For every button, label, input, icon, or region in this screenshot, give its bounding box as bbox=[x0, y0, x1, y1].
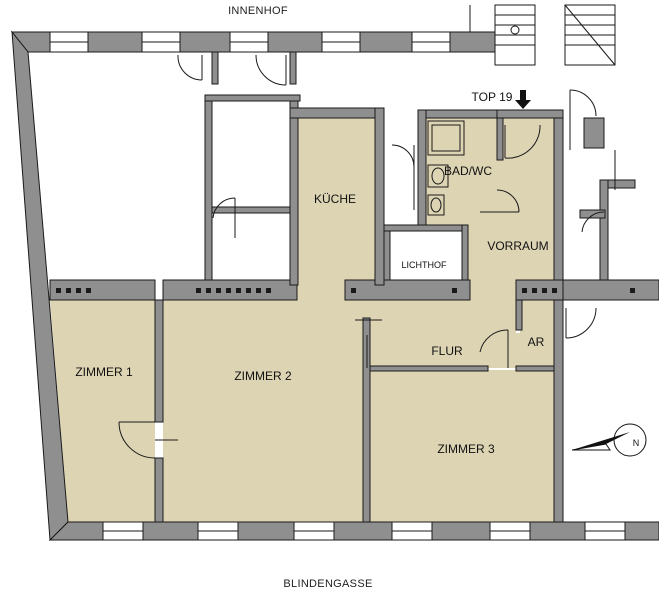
street-label-bottom: BLINDENGASSE bbox=[283, 578, 372, 590]
wall-kitchen-top bbox=[289, 107, 379, 119]
room-zimmer-3 bbox=[370, 370, 554, 522]
room-fills bbox=[50, 118, 554, 522]
wall-ar-left bbox=[515, 299, 523, 331]
room-bad-wc bbox=[425, 118, 497, 230]
wall-vorraum-top bbox=[496, 109, 564, 119]
wall-mid-left bbox=[49, 279, 156, 301]
room-label-ar: AR bbox=[528, 335, 545, 349]
compass-letter: N bbox=[633, 438, 640, 448]
wall-lichthof-top bbox=[383, 224, 469, 232]
wall-z2-z3 bbox=[362, 317, 371, 523]
room-label-zimmer-1: ZIMMER 1 bbox=[75, 365, 133, 379]
room-flur bbox=[297, 285, 520, 368]
wall-neighbour-4 bbox=[211, 51, 219, 85]
wall-z1-z2-lower bbox=[154, 457, 164, 523]
shower bbox=[427, 120, 465, 156]
wall-right-4 bbox=[562, 279, 659, 301]
wash-basin bbox=[427, 164, 449, 188]
room-ar bbox=[520, 300, 554, 368]
wall-mid-right bbox=[344, 279, 471, 301]
wall-lichthof-right bbox=[461, 224, 469, 281]
wall-bath-top bbox=[417, 109, 501, 119]
entrance-arrow-icon bbox=[515, 90, 531, 109]
room-label-flur: FLUR bbox=[431, 344, 463, 358]
wall-flur-z3 bbox=[369, 365, 489, 372]
courtyard-stairs bbox=[469, 4, 616, 190]
wall-kitchen-right bbox=[374, 107, 385, 286]
chimney-flues bbox=[56, 288, 635, 293]
wall-neighbour-1 bbox=[204, 94, 213, 281]
room-label-zimmer-2: ZIMMER 2 bbox=[234, 369, 292, 383]
wall-kitchen-left bbox=[289, 94, 299, 286]
wall-right-5 bbox=[579, 209, 606, 219]
wall-bath-right bbox=[496, 117, 504, 161]
wall-right-3 bbox=[599, 179, 609, 281]
wall-neighbour-5 bbox=[289, 51, 297, 85]
north-arrow-icon bbox=[571, 423, 647, 457]
doors bbox=[118, 54, 605, 459]
room-zimmer-2 bbox=[163, 285, 363, 522]
toilet bbox=[427, 194, 445, 216]
room-label-vorraum: VORRAUM bbox=[487, 239, 548, 253]
bath-fixtures bbox=[427, 120, 465, 216]
room-label-bad-wc: BAD/WC bbox=[444, 164, 492, 178]
wall-right-apartment bbox=[553, 117, 564, 523]
room-zimmer-1 bbox=[50, 300, 155, 522]
wall-lichthof-left bbox=[383, 224, 391, 281]
window-sills bbox=[50, 41, 625, 532]
wall-bath-left bbox=[417, 109, 427, 231]
room-label-lichthof: LICHTHOF bbox=[402, 260, 448, 270]
street-label-top: INNENHOF bbox=[228, 5, 288, 17]
wall-neighbour-3 bbox=[211, 206, 291, 214]
wall-neighbour-2 bbox=[204, 94, 301, 102]
wall-z1-z2 bbox=[154, 299, 164, 423]
wall-right-1 bbox=[583, 117, 605, 149]
room-label-kueche: KÜCHE bbox=[314, 192, 356, 206]
wall-ar-bottom bbox=[515, 365, 555, 372]
room-label-zimmer-3: ZIMMER 3 bbox=[437, 442, 495, 456]
labels: INNENHOF BLINDENGASSE TOP 19 N KÜCHE BAD… bbox=[75, 5, 639, 590]
room-kueche bbox=[297, 118, 375, 285]
unit-label: TOP 19 bbox=[472, 90, 513, 104]
